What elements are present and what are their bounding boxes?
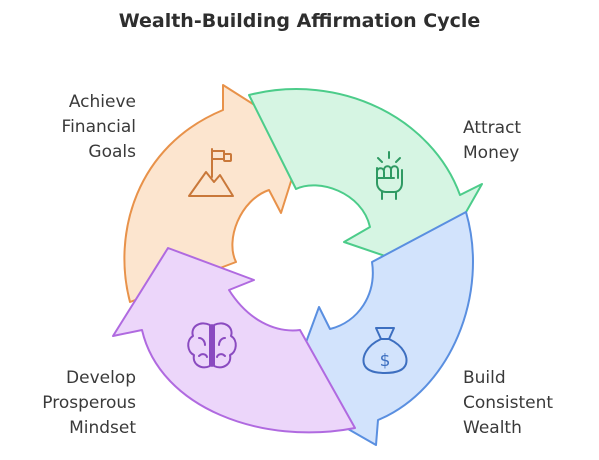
raised-fist-icon [376,151,403,200]
money-bag-icon: $ [362,327,408,374]
stage-label-line: Financial [61,117,136,137]
stage-label-money: Attract Money [463,116,521,166]
stage-label-line: Mindset [69,418,136,438]
stage-label-line: Build [463,368,506,388]
stage-label-line: Money [463,143,520,163]
stage-label-wealth: Build Consistent Wealth [463,366,553,441]
segment-money [248,88,483,273]
stage-label-line: Attract [463,118,522,138]
stage-label-goals: Achieve Financial Goals [62,90,136,165]
brain-icon [187,322,237,369]
svg-text:$: $ [380,351,391,371]
stage-label-line: Wealth [463,418,522,438]
stage-label-line: Consistent [463,393,554,413]
stage-label-line: Achieve [68,92,136,112]
stage-label-line: Develop [66,368,136,388]
stage-label-line: Goals [88,142,136,162]
flag-mountain-icon [188,148,234,197]
stage-label-mindset: Develop Prosperous Mindset [42,366,136,441]
diagram-title: Wealth-Building Affirmation Cycle [118,10,481,32]
stage-label-line: Prosperous [42,393,136,413]
